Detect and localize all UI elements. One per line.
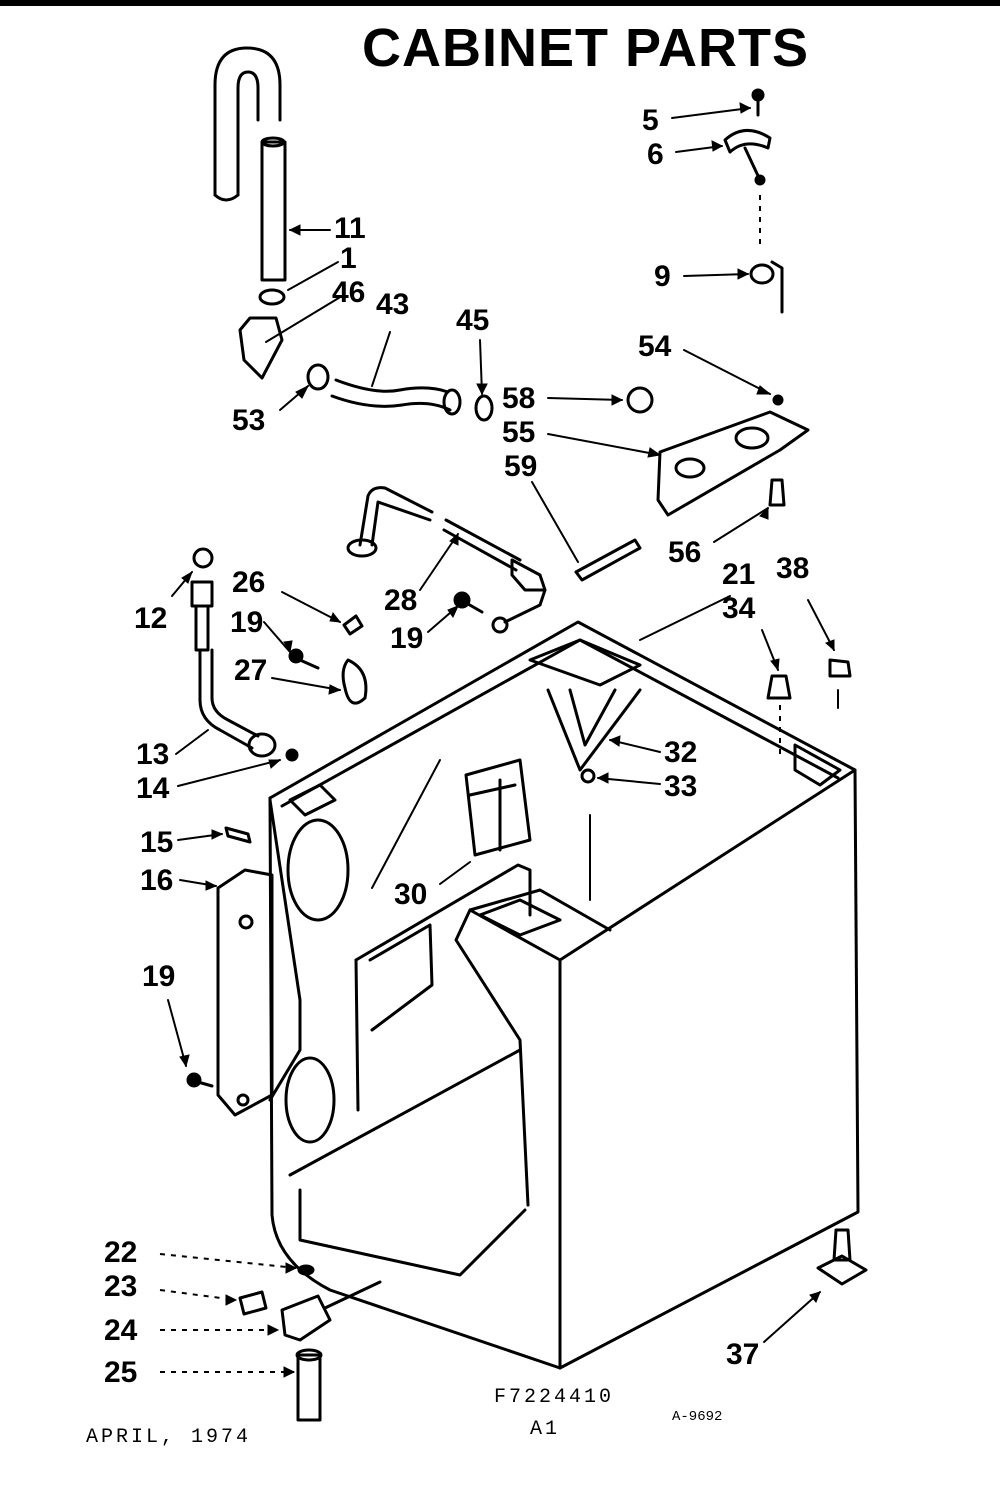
callout-43: 43 xyxy=(376,288,409,321)
callout-1: 1 xyxy=(340,242,357,275)
callout-45: 45 xyxy=(456,304,489,337)
callout-9: 9 xyxy=(654,260,671,293)
callout-55: 55 xyxy=(502,416,535,449)
callout-28: 28 xyxy=(384,584,417,617)
footer-date: APRIL, 1974 xyxy=(86,1426,251,1449)
console-bracket xyxy=(574,386,810,582)
callout-labels: 5 6 9 11 1 46 43 45 53 58 55 59 54 56 21… xyxy=(104,104,809,1389)
callout-56: 56 xyxy=(668,536,701,569)
callout-24: 24 xyxy=(104,1314,138,1347)
top-border xyxy=(0,0,1000,6)
access-panel xyxy=(186,826,274,1117)
leader-lines xyxy=(159,107,835,1373)
switch-hardware xyxy=(288,614,368,705)
callout-53: 53 xyxy=(232,404,265,437)
callout-12: 12 xyxy=(134,602,167,635)
callout-27: 27 xyxy=(234,654,267,687)
callout-34: 34 xyxy=(722,592,756,625)
callout-21: 21 xyxy=(722,558,755,591)
leg-assembly xyxy=(238,1228,868,1422)
arrowheads xyxy=(179,102,835,1378)
callout-26: 26 xyxy=(232,566,265,599)
callout-25: 25 xyxy=(104,1356,137,1389)
control-unit xyxy=(371,758,532,889)
callout-13: 13 xyxy=(136,738,169,771)
diagram-title: CABINET PARTS xyxy=(362,18,809,78)
callout-58: 58 xyxy=(502,382,535,415)
fill-hose xyxy=(190,547,299,762)
callout-15: 15 xyxy=(140,826,173,859)
footer-code: A1 xyxy=(530,1418,560,1441)
callout-11: 11 xyxy=(334,212,366,245)
footer: APRIL, 1974 F7224410 A1 A-9692 xyxy=(86,1386,722,1449)
callout-33: 33 xyxy=(664,770,697,803)
lid-hinge xyxy=(528,638,642,901)
callout-22: 22 xyxy=(104,1236,137,1269)
callout-16: 16 xyxy=(140,864,173,897)
callout-19-c: 19 xyxy=(142,960,175,993)
callout-46: 46 xyxy=(332,276,365,309)
callout-59: 59 xyxy=(504,450,537,483)
cabinet xyxy=(268,620,860,1370)
callout-38: 38 xyxy=(776,552,809,585)
callout-5: 5 xyxy=(642,104,659,137)
right-hardware xyxy=(766,658,852,760)
callout-37: 37 xyxy=(726,1338,759,1371)
callout-32: 32 xyxy=(664,736,697,769)
callout-30: 30 xyxy=(394,878,427,911)
callout-54: 54 xyxy=(638,330,672,363)
callout-14: 14 xyxy=(136,772,170,805)
drain-hose-assembly xyxy=(213,46,494,422)
callout-19-b: 19 xyxy=(390,622,423,655)
clip-hardware xyxy=(723,88,784,314)
callout-19-a: 19 xyxy=(230,606,263,639)
inlet-tube xyxy=(346,486,547,634)
callout-23: 23 xyxy=(104,1270,137,1303)
callout-6: 6 xyxy=(647,138,664,171)
footer-drawing-no: A-9692 xyxy=(672,1409,722,1425)
footer-model: F7224410 xyxy=(494,1386,614,1409)
